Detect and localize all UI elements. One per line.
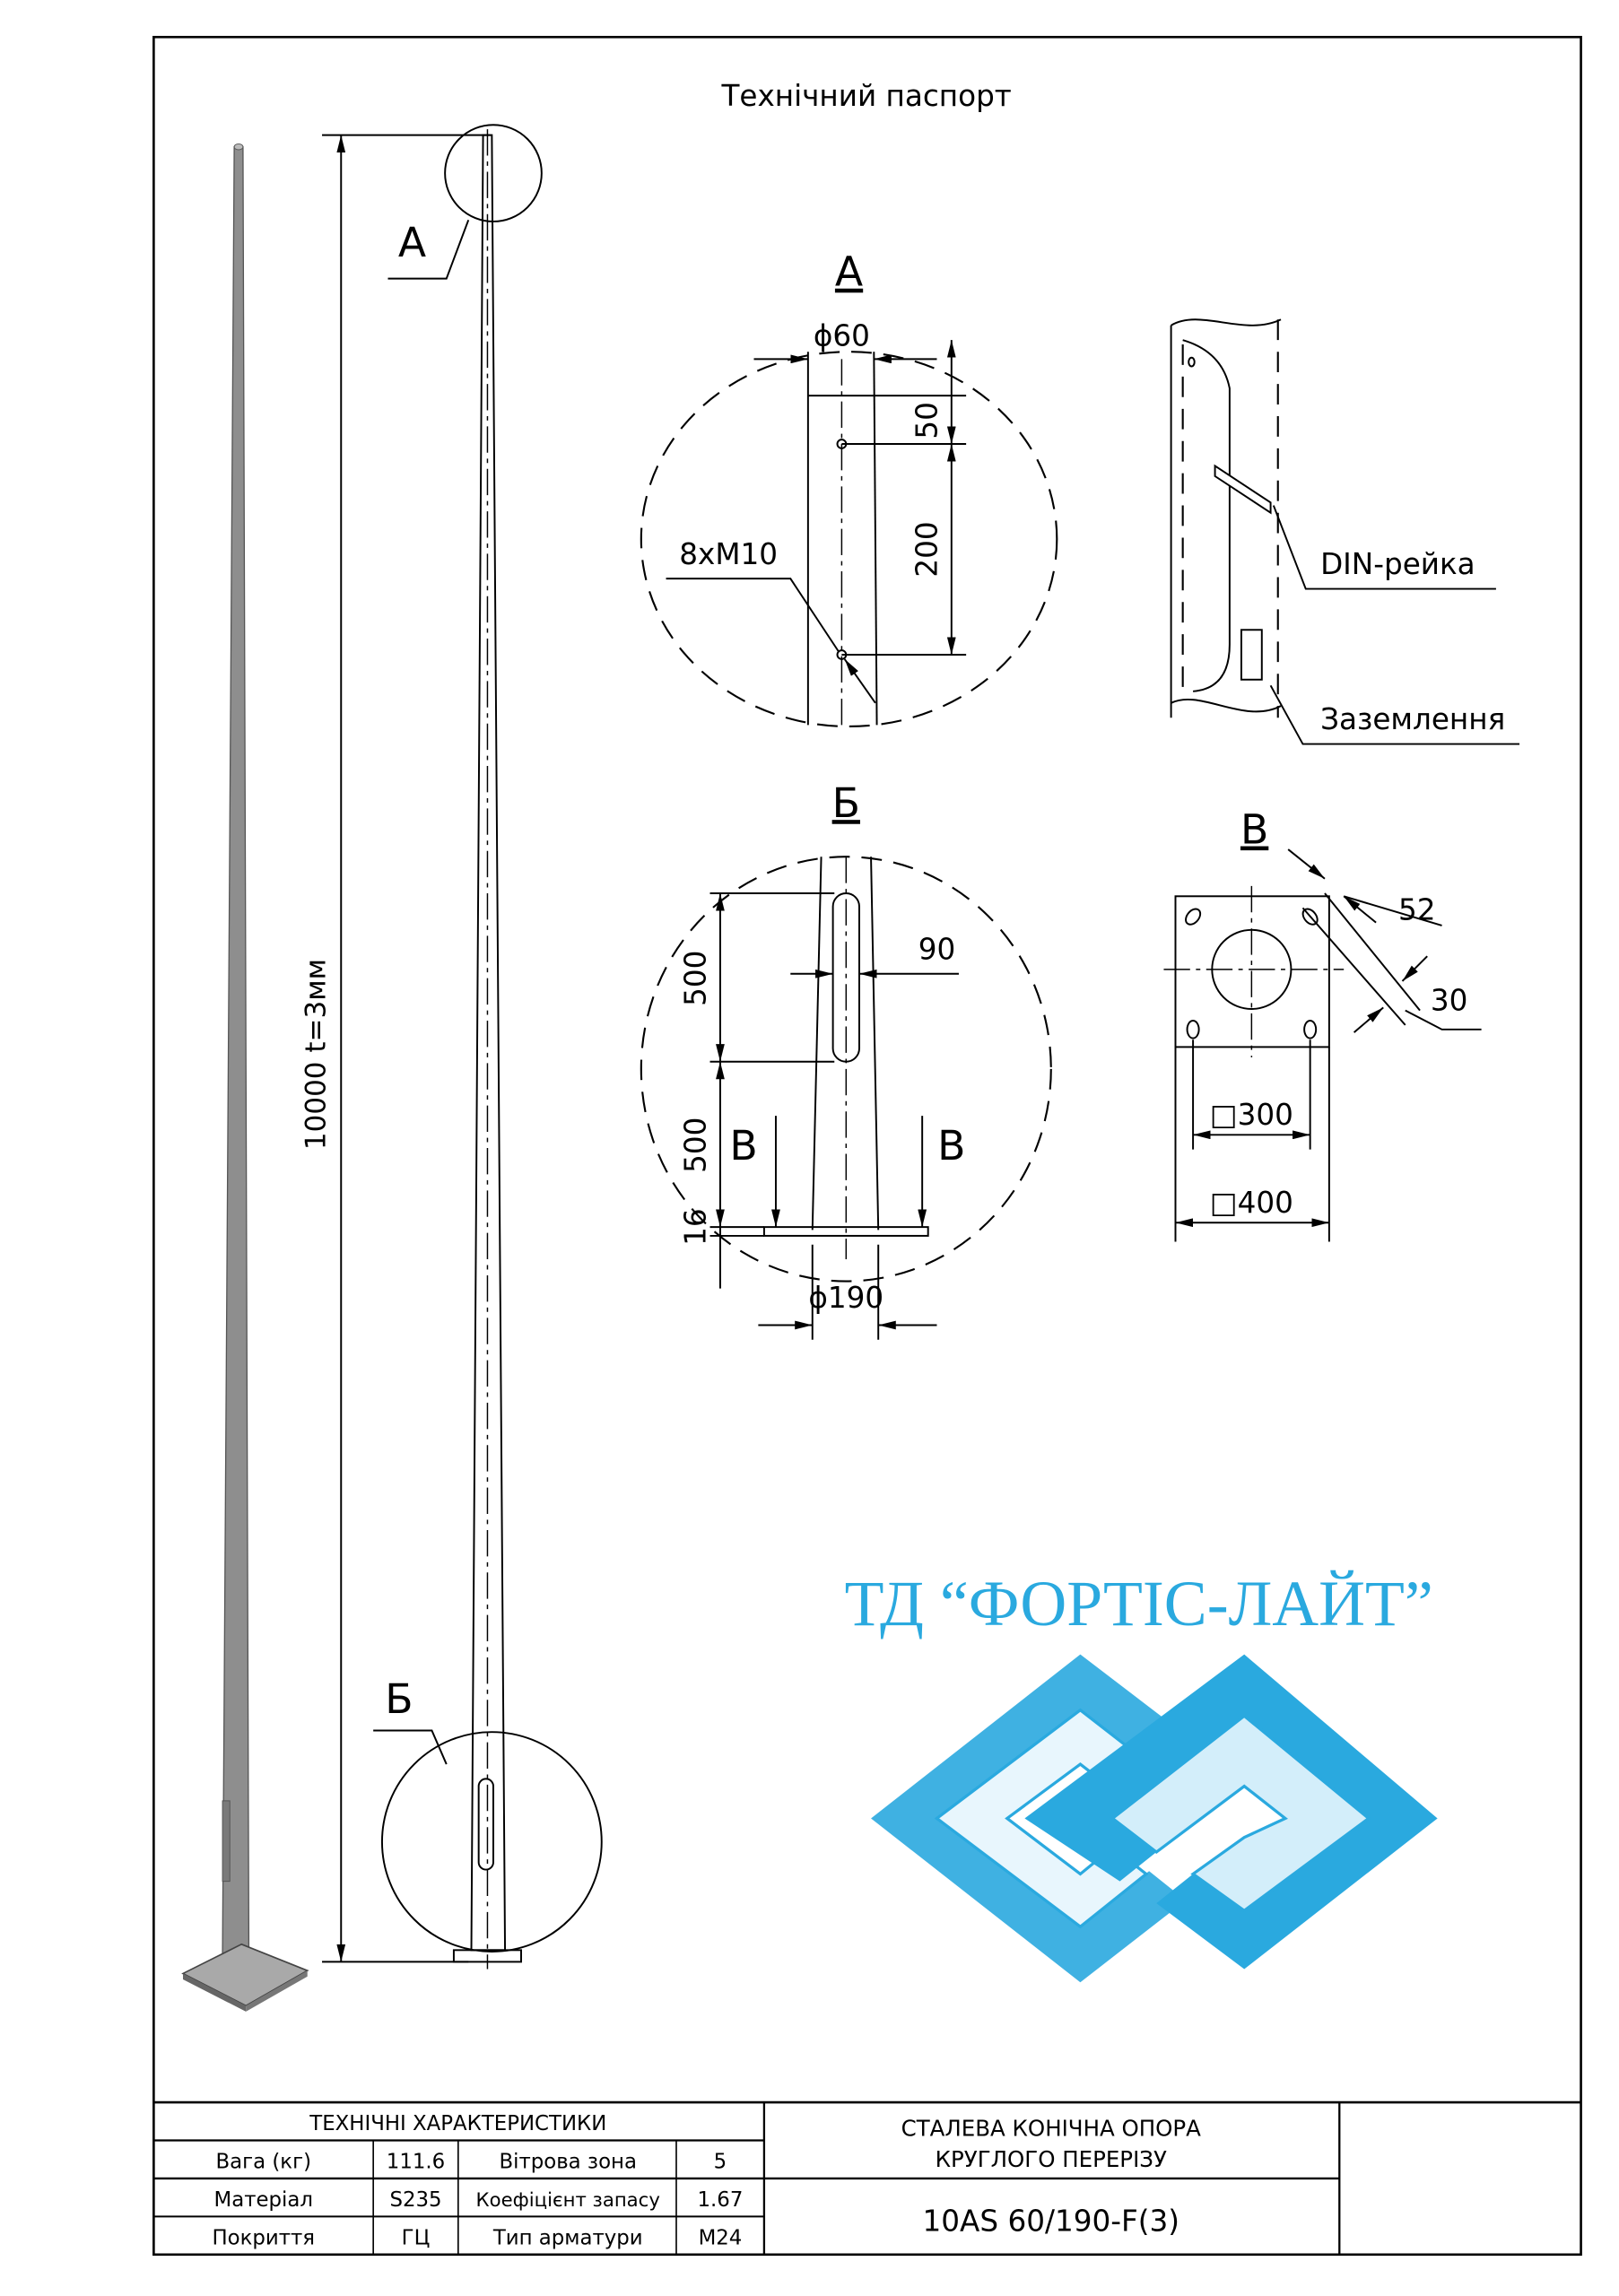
spec-value: 5: [714, 2151, 727, 2174]
detail-b-marker: Б: [385, 1675, 413, 1723]
detail-b-base-diameter: ϕ190: [808, 1281, 883, 1315]
company-logo: ТД “ФОРТІС-ЛАЙТ”: [845, 1568, 1438, 1983]
detail-a-marker: А: [398, 219, 426, 266]
detail-b-slot-offset: 500: [679, 1118, 713, 1173]
title-block: ТЕХНІЧНІ ХАРАКТЕРИСТИКИ Вага (кг) 111.6 …: [153, 2100, 1581, 2255]
detail-b-label: Б: [832, 779, 860, 827]
spec-label: Покриття: [212, 2226, 315, 2249]
spec-value: M24: [699, 2226, 743, 2249]
detail-b-slot-width: 90: [918, 932, 956, 966]
detail-a-label: А: [835, 248, 863, 296]
pole-3d-view: [181, 143, 309, 2012]
detail-a-dim-holes: 200: [910, 521, 944, 577]
din-rail-label: DIN-рейка: [1320, 547, 1475, 581]
spec-label: Коефіцієнт запасу: [476, 2189, 660, 2212]
spec-value: ГЦ: [402, 2226, 431, 2249]
specs-header: ТЕХНІЧНІ ХАРАКТЕРИСТИКИ: [309, 2112, 606, 2135]
logo-text: ТД “ФОРТІС-ЛАЙТ”: [845, 1568, 1433, 1639]
spec-value: S235: [389, 2188, 441, 2212]
spec-label: Матеріал: [214, 2188, 313, 2212]
detail-hatch: DIN-рейка Заземлення: [1170, 318, 1520, 745]
page-title: Технічний паспорт: [720, 79, 1011, 113]
product-name-line2: КРУГЛОГО ПЕРЕРІЗУ: [936, 2146, 1167, 2172]
detail-b-plate-thickness: 16: [679, 1208, 713, 1246]
pole-elevation: 10000 t=3мм А Б: [300, 124, 603, 1970]
spec-label: Вага (кг): [216, 2151, 311, 2174]
detail-a-dim-top: 50: [910, 402, 944, 439]
spec-value: 111.6: [387, 2151, 445, 2174]
pole-length-label: 10000 t=3мм: [300, 959, 332, 1150]
detail-b: Б 500 500 16 90 В В ϕ190: [640, 779, 1052, 1340]
detail-b-slot-height: 500: [679, 951, 713, 1006]
detail-a: А ϕ60 50 200 8xM10: [640, 248, 1058, 728]
bolt-spacing-label: □300: [1210, 1098, 1293, 1132]
spec-value: 1.67: [698, 2188, 744, 2212]
slot-dim-label: 52: [1398, 892, 1436, 926]
spec-label: Тип арматури: [492, 2226, 643, 2249]
section-mark-left: В: [729, 1122, 757, 1170]
product-code: 10AS 60/190-F(3): [923, 2205, 1179, 2239]
section-mark-right: В: [937, 1122, 965, 1170]
product-name-line1: СТАЛЕВА КОНІЧНА ОПОРА: [901, 2116, 1202, 2142]
hole-dim-label: 30: [1431, 984, 1468, 1018]
detail-v-label: В: [1240, 806, 1268, 854]
plate-size-label: □400: [1210, 1186, 1293, 1220]
detail-v: В □300 □400 52 30: [1163, 806, 1482, 1242]
grounding-label: Заземлення: [1320, 702, 1505, 736]
sheet-frame: [152, 36, 1582, 2257]
spec-label: Вітрова зона: [499, 2151, 636, 2174]
detail-a-holes: 8xM10: [679, 537, 778, 571]
detail-a-diameter: ϕ60: [814, 319, 870, 353]
